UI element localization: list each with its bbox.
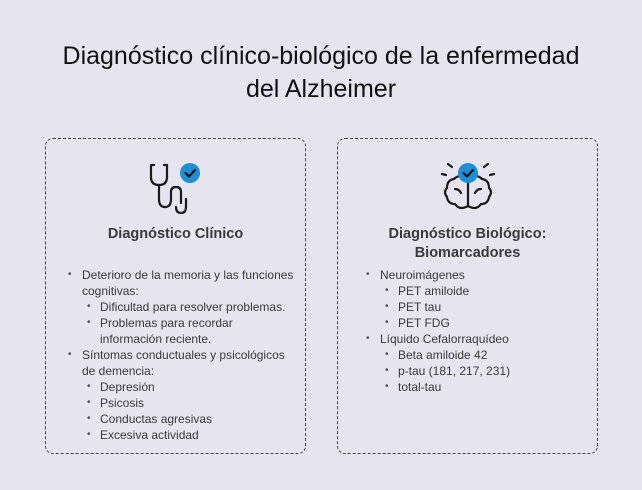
brain-check-icon [440, 162, 495, 210]
page-title: Diagnóstico clínico-biológico de la enfe… [0, 40, 642, 106]
clinical-title: Diagnóstico Clínico [107, 226, 244, 242]
biological-title-line-2: Biomarcadores [414, 245, 521, 261]
list-item: Beta amiloide 42 [385, 347, 586, 363]
list-item: Neuroimágenes PET amiloide PET tau PET F… [366, 267, 586, 331]
list-item: Depresión [87, 379, 298, 395]
list-item: PET FDG [385, 315, 586, 331]
stethoscope-check-icon [149, 163, 200, 215]
clinical-list: Deterioro de la memoria y las funciones … [68, 267, 298, 443]
biological-diagnosis-card: Diagnóstico Biológico: Biomarcadores Neu… [337, 138, 598, 454]
list-item: Líquido Cefalorraquídeo Beta amiloide 42… [366, 331, 586, 395]
list-item: total-tau [385, 379, 586, 395]
list-item: PET amiloide [385, 283, 586, 299]
list-item: Excesiva actividad [87, 427, 298, 443]
biological-title: Diagnóstico Biológico: Biomarcadores [338, 225, 597, 263]
title-line-2: del Alzheimer [245, 75, 397, 103]
list-item: Dificultad para resolver problemas. [87, 299, 298, 315]
list-item: Síntomas conductuales y psicológicos de … [68, 347, 298, 443]
list-item: PET tau [385, 299, 586, 315]
title-line-1: Diagnóstico clínico-biológico de la enfe… [62, 42, 580, 70]
biological-title-line-1: Diagnóstico Biológico: [388, 226, 547, 242]
biological-list: Neuroimágenes PET amiloide PET tau PET F… [366, 267, 586, 395]
list-item: Deterioro de la memoria y las funciones … [68, 267, 298, 347]
list-item: Problemas para recordar información reci… [87, 315, 298, 347]
clinical-diagnosis-card: Diagnóstico Clínico Deterioro de la memo… [45, 138, 306, 454]
list-item: Psicosis [87, 395, 298, 411]
list-item: p-tau (181, 217, 231) [385, 363, 586, 379]
list-item: Conductas agresivas [87, 411, 298, 427]
